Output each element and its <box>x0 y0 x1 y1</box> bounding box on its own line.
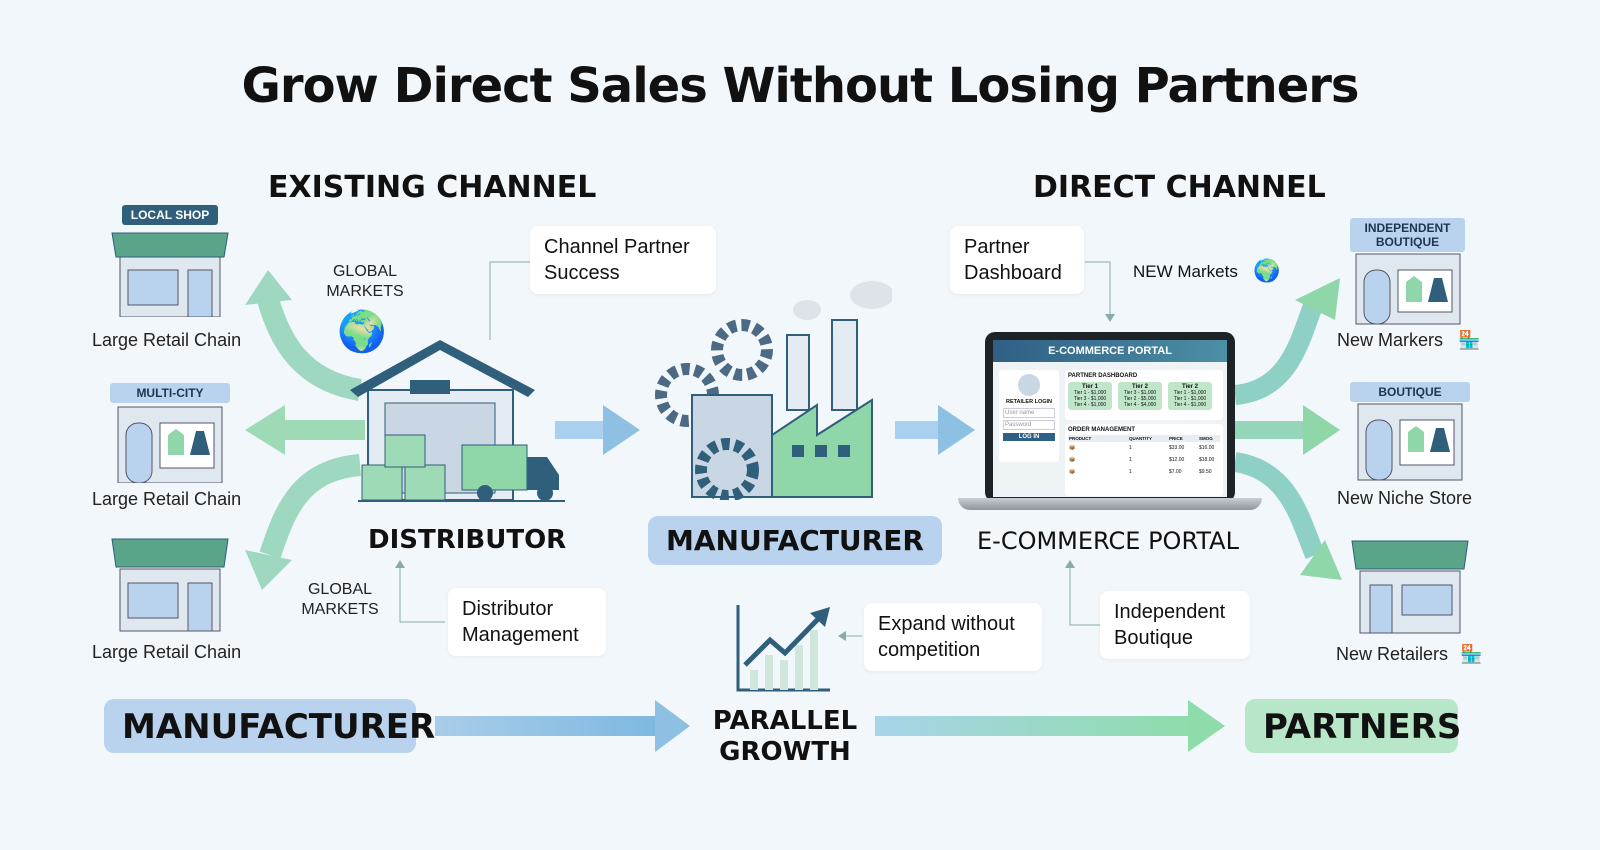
login-title: RETAILER LOGIN <box>1005 399 1053 405</box>
direct-channel-heading: DIRECT CHANNEL <box>1033 170 1326 205</box>
store-label: Large Retail Chain <box>92 330 242 350</box>
username-input[interactable]: User name <box>1003 408 1055 418</box>
storefront-icon <box>111 232 229 318</box>
shop-icon: 🏪 <box>1460 644 1483 664</box>
page-title: Grow Direct Sales Without Losing Partner… <box>241 58 1360 114</box>
storefront-icon <box>1351 540 1469 634</box>
factory-icon <box>655 281 892 500</box>
manufacturer-badge: MANUFACTURER <box>648 516 942 565</box>
manufacturer-pill: MANUFACTURER <box>104 699 435 753</box>
independent-boutique-card: Independent Boutique <box>1100 591 1250 659</box>
retailer-login-panel: RETAILER LOGIN User name Password LOG IN <box>999 370 1059 462</box>
clothing-store-icon <box>1357 403 1463 481</box>
store-sign: BOUTIQUE <box>1350 382 1470 402</box>
password-input[interactable]: Password <box>1003 420 1055 430</box>
store-multi-city: MULTI-CITY <box>110 383 230 488</box>
store-label: New Markers <box>1337 330 1444 350</box>
store-label: Large Retail Chain <box>92 489 242 509</box>
store-local-shop: LOCAL SHOP <box>110 205 230 322</box>
store-boutique: BOUTIQUE <box>1350 382 1470 487</box>
ecommerce-portal-label: E-COMMERCE PORTAL <box>977 527 1239 555</box>
expand-without-competition-card: Expand without competition <box>864 603 1042 671</box>
distributor-management-card: Distributor Management <box>448 588 606 656</box>
screen-header: E-COMMERCE PORTAL <box>993 340 1227 362</box>
channel-partner-success-card: Channel Partner Success <box>530 226 716 294</box>
existing-channel-heading: EXISTING CHANNEL <box>268 170 597 205</box>
clothing-store-icon <box>117 406 223 484</box>
store-retailer <box>1350 537 1470 640</box>
store-label: New Retailers <box>1336 644 1449 664</box>
clothing-store-icon <box>1355 253 1461 325</box>
shop-icon: 🏪 <box>1458 330 1481 350</box>
store-sign: INDEPENDENT BOUTIQUE <box>1350 218 1465 252</box>
distributor-label: DISTRIBUTOR <box>368 525 567 555</box>
globe-icon: 🌍 <box>1253 258 1281 283</box>
global-markets-label: GLOBAL MARKETS <box>301 581 379 618</box>
order-row: 📦1$33.00$16.00 <box>1069 445 1215 451</box>
storefront-icon <box>111 538 229 632</box>
order-row: 📦1$12.00$18.00 <box>1069 457 1215 463</box>
order-row: 📦1$7.00$9.50 <box>1069 469 1212 475</box>
new-markets-label: NEW Markets <box>1133 262 1238 281</box>
store-independent-boutique: INDEPENDENT BOUTIQUE <box>1350 218 1465 332</box>
partner-dashboard-card: Partner Dashboard <box>950 226 1084 294</box>
store-sign: LOCAL SHOP <box>122 205 218 225</box>
store-label: New Niche Store <box>1337 488 1473 508</box>
global-markets-label: GLOBAL MARKETS <box>326 263 404 300</box>
portal-screen: E-COMMERCE PORTAL RETAILER LOGIN User na… <box>993 340 1227 497</box>
orders-title: ORDER MANAGEMENT <box>1068 427 1135 433</box>
warehouse-truck-icon <box>350 340 565 502</box>
store-sign: MULTI-CITY <box>110 383 230 403</box>
globe-icon: 🌍 <box>337 310 387 354</box>
store-retail <box>110 535 230 638</box>
user-avatar-icon <box>1018 374 1040 396</box>
partners-pill: PARTNERS <box>1245 699 1461 753</box>
login-button[interactable]: LOG IN <box>1003 433 1055 441</box>
laptop-base <box>958 498 1262 510</box>
dashboard-title: PARTNER DASHBOARD <box>1068 373 1138 379</box>
growth-chart-icon <box>736 605 830 692</box>
store-label: Large Retail Chain <box>92 642 242 662</box>
